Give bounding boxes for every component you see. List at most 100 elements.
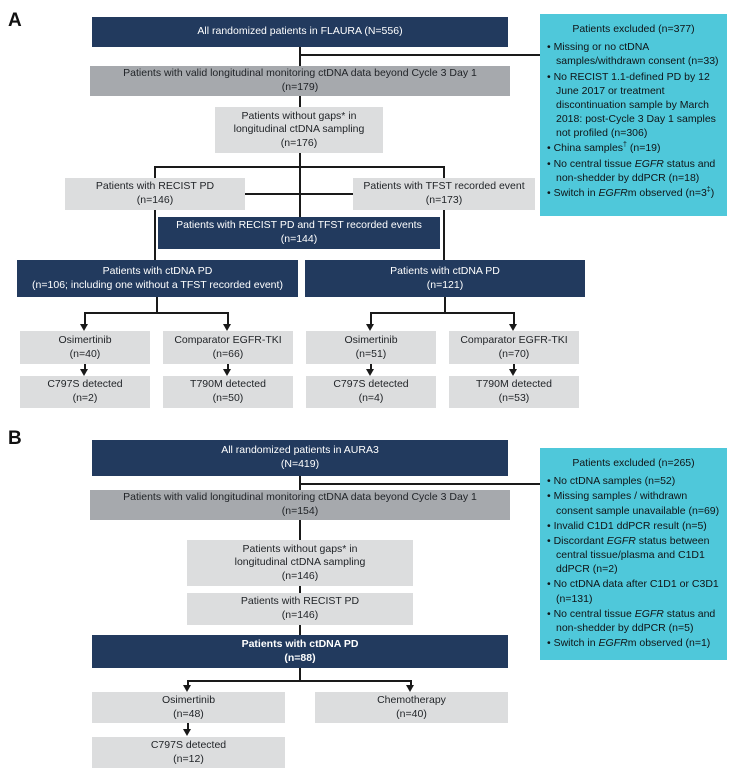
connector bbox=[513, 364, 515, 370]
gene-name: EGFR bbox=[606, 534, 636, 547]
connector bbox=[156, 297, 158, 313]
box-a-excluded: Patients excluded (n=377) Missing or no … bbox=[540, 14, 727, 216]
connector bbox=[84, 364, 86, 370]
connector bbox=[154, 166, 156, 178]
bullet-text: Switch in bbox=[553, 186, 599, 199]
box-a-osimertinib-left: Osimertinib (n=40) bbox=[20, 331, 150, 364]
arrowhead bbox=[183, 685, 191, 692]
connector bbox=[299, 96, 301, 107]
bullet-text: No central tissue bbox=[553, 607, 635, 620]
box-a-tfst-event: Patients with TFST recorded event (n=173… bbox=[353, 178, 535, 210]
gene-name: EGFR bbox=[634, 607, 664, 620]
box-b-randomized: All randomized patients in AURA3 (N=419) bbox=[92, 440, 508, 476]
box-b-recist-pd: Patients with RECIST PD (n=146) bbox=[187, 593, 413, 625]
excluded-bullet: Invalid C1D1 ddPCR result (n=5) bbox=[547, 519, 720, 533]
bullet-text: (n=19) bbox=[626, 142, 661, 155]
panel-b-label: B bbox=[8, 428, 22, 449]
connector bbox=[187, 723, 189, 730]
bullet-text: Invalid C1D1 ddPCR result (n=5) bbox=[553, 519, 707, 532]
connector-to-excluded-b bbox=[300, 483, 540, 485]
bullet-text: China samples bbox=[553, 142, 624, 155]
connector bbox=[187, 680, 412, 682]
excluded-bullet: Discordant EGFR status between central t… bbox=[547, 534, 720, 577]
bullet-text: No central tissue bbox=[553, 157, 635, 170]
bullet-text: ) bbox=[710, 186, 715, 199]
box-a-osimertinib-right: Osimertinib (n=51) bbox=[306, 331, 436, 364]
bullet-text: No ctDNA data after C1D1 or C3D1 (n=131) bbox=[553, 578, 719, 605]
connector bbox=[299, 153, 301, 167]
connector bbox=[227, 312, 229, 325]
arrowhead bbox=[183, 729, 191, 736]
bullet-text: Missing or no ctDNA samples/withdrawn co… bbox=[553, 41, 719, 68]
connector bbox=[84, 312, 86, 325]
box-a-comparator-right: Comparator EGFR-TKI (n=70) bbox=[449, 331, 579, 364]
arrowhead bbox=[509, 324, 517, 331]
arrowhead bbox=[223, 324, 231, 331]
excluded-a-title: Patients excluded (n=377) bbox=[572, 23, 695, 35]
excluded-bullet: Missing samples / withdrawn consent samp… bbox=[547, 489, 720, 517]
bullet-text: † bbox=[623, 141, 627, 149]
connector bbox=[370, 312, 372, 325]
gene-name: EGFR bbox=[598, 186, 628, 199]
connector bbox=[513, 312, 515, 325]
box-b-c797s: C797S detected (n=12) bbox=[92, 737, 285, 768]
bullet-text: Missing samples / withdrawn consent samp… bbox=[553, 490, 720, 517]
bullet-text: ‡ bbox=[706, 186, 711, 194]
box-b-osimertinib: Osimertinib (n=48) bbox=[92, 692, 285, 723]
box-a-c797s-right: C797S detected (n=4) bbox=[306, 376, 436, 408]
excluded-bullet: China samples† (n=19) bbox=[547, 141, 720, 155]
box-a-ctdna-pd-left: Patients with ctDNA PD (n=106; including… bbox=[17, 260, 298, 297]
connector bbox=[370, 364, 372, 370]
connector bbox=[443, 166, 445, 178]
box-a-c797s-left: C797S detected (n=2) bbox=[20, 376, 150, 408]
connector bbox=[299, 668, 301, 681]
box-a-t790m-left: T790M detected (n=50) bbox=[163, 376, 293, 408]
excluded-b-title: Patients excluded (n=265) bbox=[572, 457, 695, 469]
connector bbox=[299, 625, 301, 635]
connector bbox=[444, 297, 446, 313]
excluded-bullet: No central tissue EGFR status and non-sh… bbox=[547, 607, 720, 635]
connector bbox=[410, 680, 412, 686]
excluded-bullet: Switch in EGFRm observed (n=1) bbox=[547, 636, 720, 650]
connector bbox=[84, 312, 229, 314]
box-a-valid-ctdna: Patients with valid longitudinal monitor… bbox=[90, 66, 510, 96]
box-a-recist-and-tfst: Patients with RECIST PD and TFST recorde… bbox=[158, 217, 440, 249]
arrowhead bbox=[509, 369, 517, 376]
connector-to-excluded-a bbox=[300, 54, 540, 56]
connector bbox=[299, 520, 301, 540]
connector bbox=[299, 586, 301, 593]
excluded-bullet: Switch in EGFRm observed (n=3‡) bbox=[547, 186, 720, 200]
excluded-bullet: Missing or no ctDNA samples/withdrawn co… bbox=[547, 40, 720, 68]
connector bbox=[370, 312, 515, 314]
bullet-text: m observed (n=3 bbox=[627, 186, 707, 199]
gene-name: EGFR bbox=[634, 157, 664, 170]
arrowhead bbox=[223, 369, 231, 376]
bullet-text: status and non-shedder by ddPCR (n=18) bbox=[556, 157, 716, 184]
excluded-bullet: No ctDNA samples (n=52) bbox=[547, 474, 720, 488]
excluded-b-list: No ctDNA samples (n=52) Missing samples /… bbox=[547, 474, 720, 650]
gene-name: EGFR bbox=[598, 637, 628, 650]
connector bbox=[154, 210, 156, 260]
box-a-no-gaps: Patients without gaps* in longitudinal c… bbox=[215, 107, 383, 153]
connector bbox=[443, 210, 445, 260]
arrowhead bbox=[406, 685, 414, 692]
connector bbox=[299, 47, 301, 66]
bullet-text: m observed (n=1) bbox=[627, 637, 711, 650]
box-a-recist-pd: Patients with RECIST PD (n=146) bbox=[65, 178, 245, 210]
panel-a-label: A bbox=[8, 10, 22, 31]
excluded-a-list: Missing or no ctDNA samples/withdrawn co… bbox=[547, 40, 720, 200]
connector bbox=[299, 166, 301, 217]
bullet-text: status and non-shedder by ddPCR (n=5) bbox=[556, 607, 716, 634]
arrowhead bbox=[366, 369, 374, 376]
bullet-text: status between central tissue/plasma and… bbox=[556, 534, 710, 576]
bullet-text: Discordant bbox=[553, 534, 607, 547]
connector bbox=[245, 193, 353, 195]
box-b-ctdna-pd: Patients with ctDNA PD (n=88) bbox=[92, 635, 508, 668]
box-b-chemotherapy: Chemotherapy (n=40) bbox=[315, 692, 508, 723]
connector bbox=[187, 680, 189, 686]
excluded-bullet: No RECIST 1.1-defined PD by 12 June 2017… bbox=[547, 70, 720, 141]
bullet-text: No ctDNA samples (n=52) bbox=[553, 475, 676, 488]
box-a-t790m-right: T790M detected (n=53) bbox=[449, 376, 579, 408]
box-b-excluded: Patients excluded (n=265) No ctDNA sampl… bbox=[540, 448, 727, 660]
